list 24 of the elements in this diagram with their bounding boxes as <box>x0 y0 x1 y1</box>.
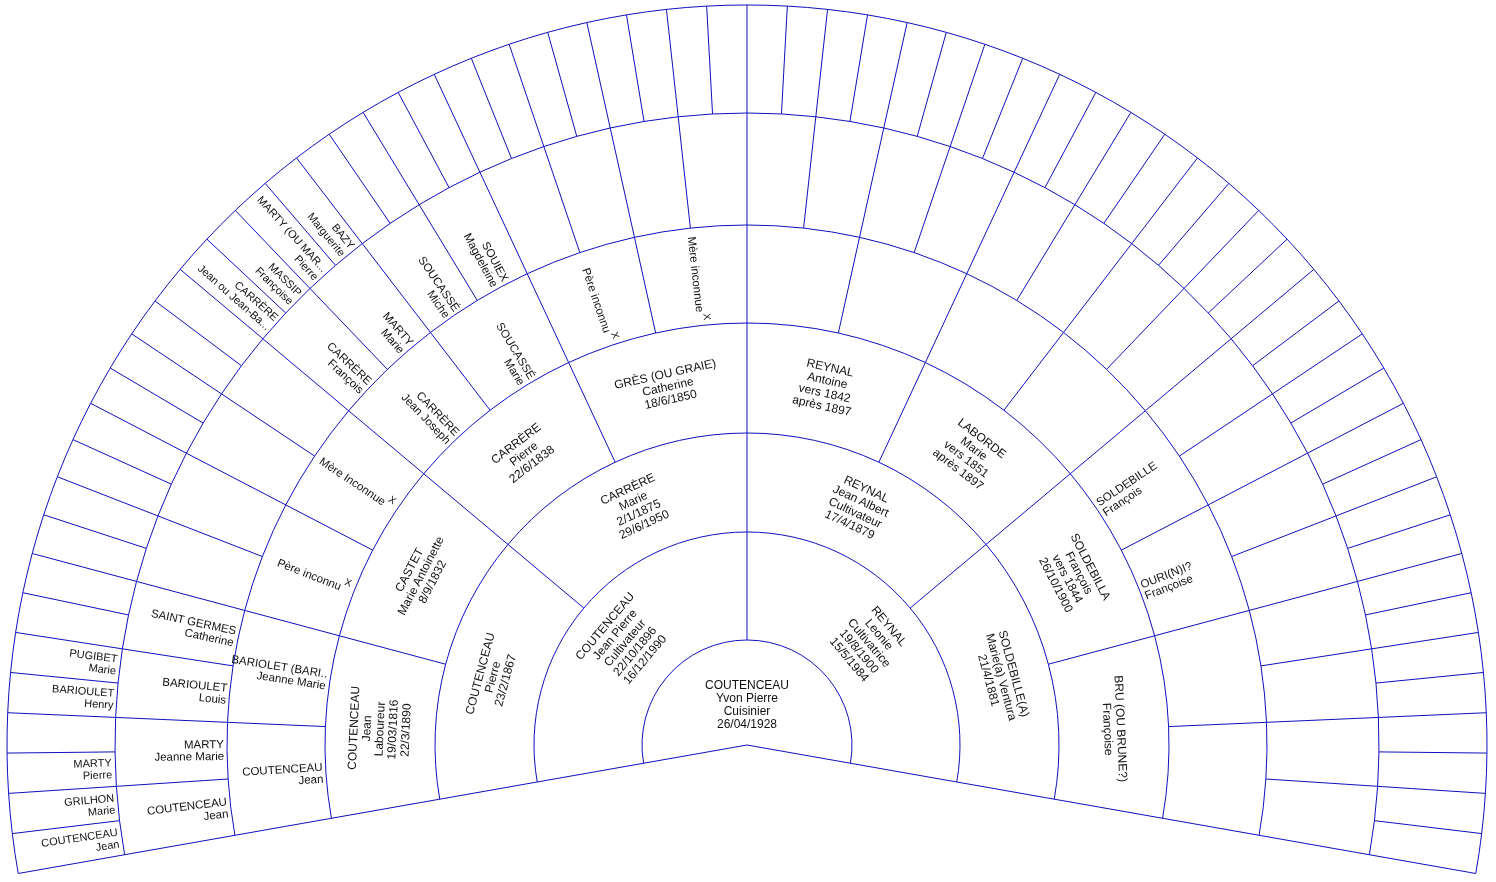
cross-mark: X <box>700 312 712 321</box>
surname: BARIOULET <box>161 675 228 694</box>
person-detail: Cuisinier <box>723 705 771 718</box>
person-detail: Pierre <box>83 769 113 783</box>
person-detail: Marie <box>88 662 117 678</box>
person-detail: Laboureur <box>372 701 388 757</box>
surname: COUTENCEAU <box>346 685 363 771</box>
surname: MARTY <box>183 738 225 751</box>
cross-mark: X <box>386 494 399 508</box>
person-detail: 22/3/1890 <box>398 703 414 758</box>
person-detail: Jean <box>360 715 375 742</box>
cross-mark: X <box>342 577 354 590</box>
person-detail: Jeanne Marie <box>154 750 225 764</box>
person-detail: Henry <box>83 697 114 712</box>
person-detail: Françoise <box>1099 702 1115 756</box>
cross-mark: X <box>608 330 621 341</box>
surname: COUTENCEAU <box>705 679 789 693</box>
surname: BARIOULET <box>51 683 115 700</box>
person-detail: Jean <box>298 772 324 787</box>
surname: MARTY <box>73 757 113 771</box>
surname: Mère inconnue <box>685 235 706 313</box>
person-detail: 26/04/1928 <box>716 717 778 731</box>
person-detail: Yvon Pierre <box>715 692 778 705</box>
person-detail: Louis <box>197 691 227 707</box>
